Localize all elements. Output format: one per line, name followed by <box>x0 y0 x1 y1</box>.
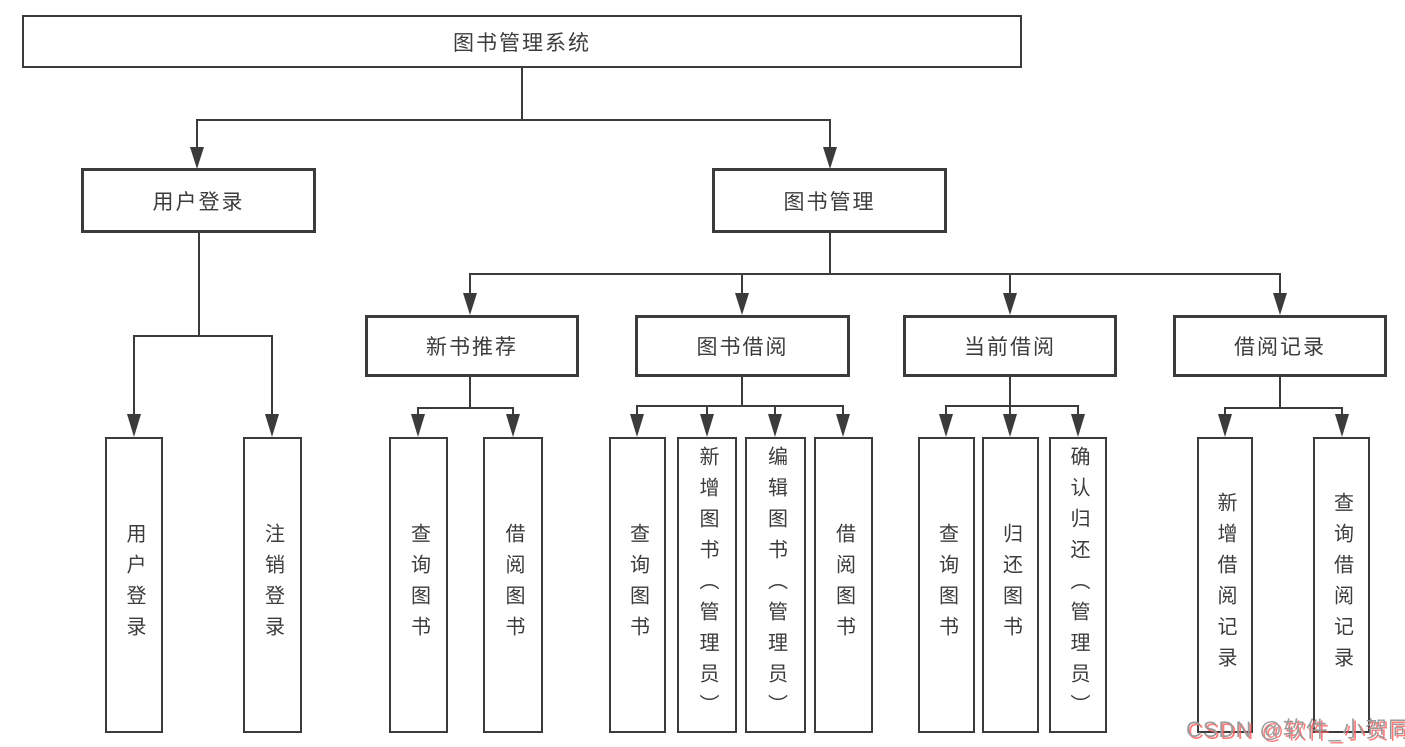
watermark-text: CSDN @软件_小贺同学 <box>1186 717 1405 742</box>
leaf-logout: 注销登录 <box>243 437 302 733</box>
node-user-login-label: 用户登录 <box>152 190 245 214</box>
node-new-book-recommend: 新书推荐 <box>365 315 579 377</box>
node-borrow-records: 借阅记录 <box>1173 315 1387 377</box>
leaf-borrow-books-recommend-label: 借阅图书 <box>502 523 524 647</box>
leaf-edit-books-admin-label: 编辑图书（管理员） <box>764 445 787 725</box>
leaf-add-borrow-record-label: 新增借阅记录 <box>1214 492 1236 678</box>
node-user-login: 用户登录 <box>81 168 316 233</box>
leaf-query-books-recommend: 查询图书 <box>389 437 448 733</box>
leaf-borrow-books-label: 借阅图书 <box>832 523 855 647</box>
leaf-query-books-current: 查询图书 <box>918 437 975 733</box>
leaf-logout-label: 注销登录 <box>261 523 284 647</box>
leaf-query-books-borrow-label: 查询图书 <box>626 523 649 647</box>
leaf-return-books: 归还图书 <box>982 437 1039 733</box>
leaf-borrow-books: 借阅图书 <box>814 437 873 733</box>
node-current-borrow: 当前借阅 <box>903 315 1117 377</box>
node-current-borrow-label: 当前借阅 <box>964 336 1056 359</box>
leaf-query-books-recommend-label: 查询图书 <box>407 523 430 647</box>
leaf-add-books-admin: 新增图书（管理员） <box>677 437 737 733</box>
node-library-system: 图书管理系统 <box>22 15 1022 68</box>
leaf-query-borrow-record: 查询借阅记录 <box>1313 437 1370 733</box>
leaf-user-login: 用户登录 <box>105 437 163 733</box>
leaf-query-books-current-label: 查询图书 <box>935 523 958 647</box>
node-book-management-label: 图书管理 <box>783 190 876 214</box>
leaf-borrow-books-recommend: 借阅图书 <box>483 437 543 733</box>
leaf-return-books-label: 归还图书 <box>999 523 1022 647</box>
leaf-confirm-return-admin: 确认归还（管理员） <box>1049 437 1107 733</box>
node-library-system-label: 图书管理系统 <box>453 31 591 55</box>
arrowheads <box>127 147 1349 437</box>
node-book-borrow-label: 图书借阅 <box>696 336 789 359</box>
leaf-query-books-borrow: 查询图书 <box>609 437 666 733</box>
leaf-confirm-return-admin-label: 确认归还（管理员） <box>1067 445 1089 725</box>
node-book-management: 图书管理 <box>712 168 947 233</box>
leaf-add-borrow-record: 新增借阅记录 <box>1197 437 1253 733</box>
leaf-user-login-label: 用户登录 <box>123 523 145 647</box>
node-book-borrow: 图书借阅 <box>635 315 850 377</box>
leaf-query-borrow-record-label: 查询借阅记录 <box>1330 492 1353 678</box>
node-new-book-recommend-label: 新书推荐 <box>426 336 518 359</box>
leaf-edit-books-admin: 编辑图书（管理员） <box>745 437 806 733</box>
leaf-add-books-admin-label: 新增图书（管理员） <box>696 445 718 725</box>
node-borrow-records-label: 借阅记录 <box>1234 336 1326 359</box>
